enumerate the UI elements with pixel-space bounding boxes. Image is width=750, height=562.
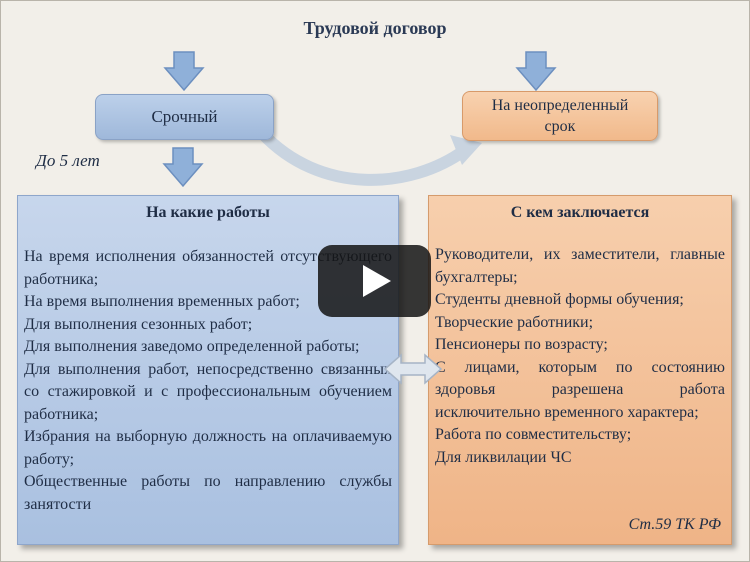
fixed-term-label: Срочный — [151, 107, 218, 126]
contract-parties-list: Руководители, их заместители, главные бу… — [435, 244, 725, 469]
list-item: Руководители, их заместители, главные бу… — [435, 246, 725, 286]
list-item: Избрания на выборную должность на оплачи… — [24, 428, 392, 468]
curved-arrow-icon — [256, 127, 482, 186]
list-item: Для выполнения работ, непосредственно св… — [24, 360, 392, 423]
double-arrow-icon — [383, 353, 443, 385]
list-item: Творческие работники; — [435, 313, 594, 331]
work-types-list: На время исполнения обязанностей отсутст… — [24, 246, 392, 516]
work-types-panel: На какие работы На время исполнения обяз… — [17, 195, 399, 545]
work-types-heading: На какие работы — [146, 204, 270, 221]
list-item: Для выполнения сезонных работ; — [24, 315, 253, 333]
slide-title: Трудовой договор — [303, 18, 447, 38]
arrow-down-icon — [163, 51, 205, 92]
list-item: Пенсионеры по возрасту; — [435, 336, 608, 353]
indefinite-term-label-line2: срок — [544, 118, 576, 135]
arrow-down-icon — [515, 51, 557, 92]
law-citation: Ст.59 ТК РФ — [628, 516, 721, 533]
play-icon — [362, 265, 391, 297]
list-item: На время выполнения временных работ; — [24, 293, 300, 310]
list-item: Студенты дневной формы обучения; — [435, 291, 684, 308]
list-item: Для ликвилации ЧС — [435, 448, 572, 466]
contract-parties-panel: С кем заключается Руководители, их замес… — [428, 195, 732, 545]
list-item: Общественные работы по направлению служб… — [24, 473, 392, 513]
indefinite-term-box: На неопределенный срок — [462, 91, 658, 141]
indefinite-term-label-line1: На неопределенный — [491, 97, 629, 114]
fixed-term-box: Срочный — [95, 94, 274, 140]
list-item: С лицами, которым по состоянию здоровья … — [435, 358, 725, 421]
list-item: Работа по совместительству; — [435, 426, 632, 443]
arrow-down-icon — [162, 147, 204, 188]
play-button[interactable] — [318, 245, 431, 317]
list-item: Для выполнения заведомо определенной раб… — [24, 338, 360, 355]
contract-parties-heading: С кем заключается — [510, 204, 650, 221]
term-limit-label: До 5 лет — [36, 151, 100, 170]
list-item: На время исполнения обязанностей отсутст… — [24, 248, 392, 288]
